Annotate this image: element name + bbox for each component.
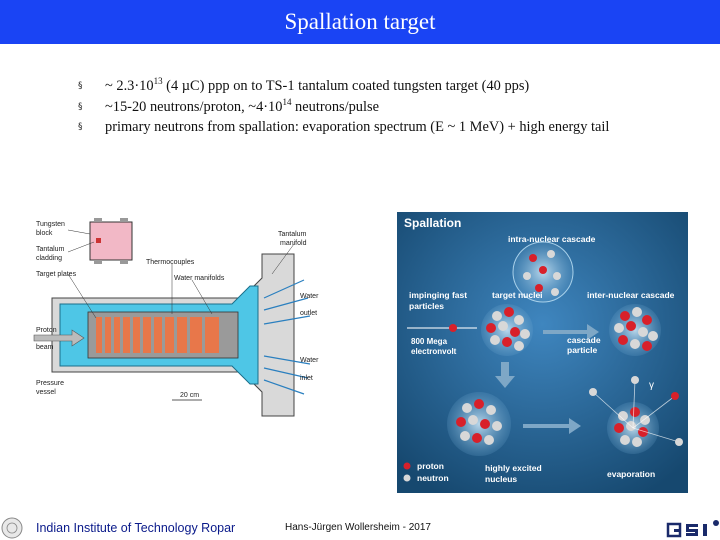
- label-tungsten: Tungsten: [36, 221, 65, 228]
- gamma-label: γ: [649, 380, 654, 391]
- incoming-proton-icon: [449, 324, 457, 332]
- label-block: block: [36, 230, 53, 237]
- bullet-item: § ~ 2.3·1013 (4 µC) ppp on to TS-1 tanta…: [78, 76, 708, 97]
- bullet-item: § ~15-20 neutrons/proton, ~4·1014 neutro…: [78, 97, 708, 118]
- label-outlet: outlet: [300, 310, 317, 317]
- target-nuclei-label: target nuclei: [492, 290, 543, 300]
- energy-label-2: electronvolt: [411, 347, 457, 356]
- label-inlet: inlet: [300, 375, 313, 382]
- institute-seal-icon: [1, 517, 23, 539]
- label-beam: beam: [36, 344, 54, 351]
- down-arrow-icon: [495, 362, 515, 388]
- evaporation-label: evaporation: [607, 469, 655, 479]
- title-bar: [0, 0, 720, 44]
- target-assembly-diagram: Tungsten block Tantalum cladding Target …: [32, 214, 328, 426]
- scale-bar-label: 20 cm: [180, 392, 199, 399]
- inter-nuclear-label: inter-nuclear cascade: [587, 290, 675, 300]
- cascade-label-2: particle: [567, 345, 598, 355]
- target-plates-shape: [96, 317, 219, 353]
- label-pressure: Pressure: [36, 380, 64, 387]
- secondary-nucleus-icon: [614, 307, 658, 351]
- legend-proton-marker: [403, 462, 411, 470]
- footer-institute: Indian Institute of Technology Ropar: [36, 521, 236, 535]
- excited-label-1: highly excited: [485, 463, 542, 473]
- intra-nuclear-particles-icon: [523, 250, 561, 296]
- label-cladding: cladding: [36, 255, 62, 262]
- target-nucleus-icon: [486, 307, 530, 351]
- impinging-label-1: impinging fast: [409, 290, 467, 300]
- bullet-text-tail: neutrons/pulse: [291, 98, 379, 115]
- gsi-logo-icon: [666, 520, 719, 538]
- emitted-particles-icon: [589, 376, 683, 446]
- label-proton: Proton: [36, 327, 57, 334]
- label-water-manifolds: Water manifolds: [174, 275, 225, 282]
- spallation-heading: Spallation: [404, 216, 461, 230]
- label-manifold: manifold: [280, 240, 307, 247]
- legend-proton-label: proton: [417, 461, 444, 471]
- label-water-outlet: Water: [300, 293, 319, 300]
- bullet-exponent: 13: [153, 76, 163, 86]
- bullet-text: ~ 2.3·10: [105, 78, 154, 94]
- bullet-list: § ~ 2.3·1013 (4 µC) ppp on to TS-1 tanta…: [78, 76, 708, 138]
- excited-label-2: nucleus: [485, 474, 517, 484]
- footer-author: Hans-Jürgen Wollersheim - 2017: [285, 522, 431, 533]
- evaporating-nucleus-icon: [614, 407, 650, 447]
- bullet-item: § primary neutrons from spallation: evap…: [78, 117, 708, 138]
- proton-beam-arrow-icon: [33, 329, 85, 347]
- spallation-illustration: Spallation intra-nuclear cascade impingi…: [397, 212, 688, 493]
- label-thermocouples: Thermocouples: [146, 259, 195, 266]
- label-vessel: vessel: [36, 389, 56, 396]
- evaporation-arrow-icon: [523, 418, 581, 434]
- bullet-text-tail: (4 µC) ppp on to TS-1 tantalum coated tu…: [162, 78, 530, 94]
- label-water-inlet: Water: [300, 357, 319, 364]
- label-tantalum: Tantalum: [36, 246, 65, 253]
- cascade-arrow-icon: [543, 324, 599, 340]
- bullet-text: primary neutrons from spallation: evapor…: [105, 119, 610, 135]
- cascade-label-1: cascade: [567, 335, 601, 345]
- bullet-mark-icon: §: [78, 122, 83, 132]
- excited-nucleus-icon: [456, 399, 502, 445]
- intra-nuclear-label: intra-nuclear cascade: [508, 234, 596, 244]
- label-target-plates: Target plates: [36, 271, 77, 278]
- label-tantalum-manifold: Tantalum: [278, 231, 307, 238]
- legend-neutron-marker: [403, 474, 411, 482]
- energy-label-1: 800 Mega: [411, 337, 448, 346]
- bullet-text: ~15-20 neutrons/proton, ~4·10: [105, 98, 283, 115]
- legend-neutron-label: neutron: [417, 473, 449, 483]
- bullet-mark-icon: §: [78, 101, 83, 112]
- bullet-exponent: 14: [282, 96, 292, 107]
- water-flow-arrows-icon: [263, 279, 311, 395]
- impinging-label-2: particles: [409, 301, 444, 311]
- slide-title: Spallation target: [284, 9, 436, 34]
- bullet-mark-icon: §: [78, 81, 83, 91]
